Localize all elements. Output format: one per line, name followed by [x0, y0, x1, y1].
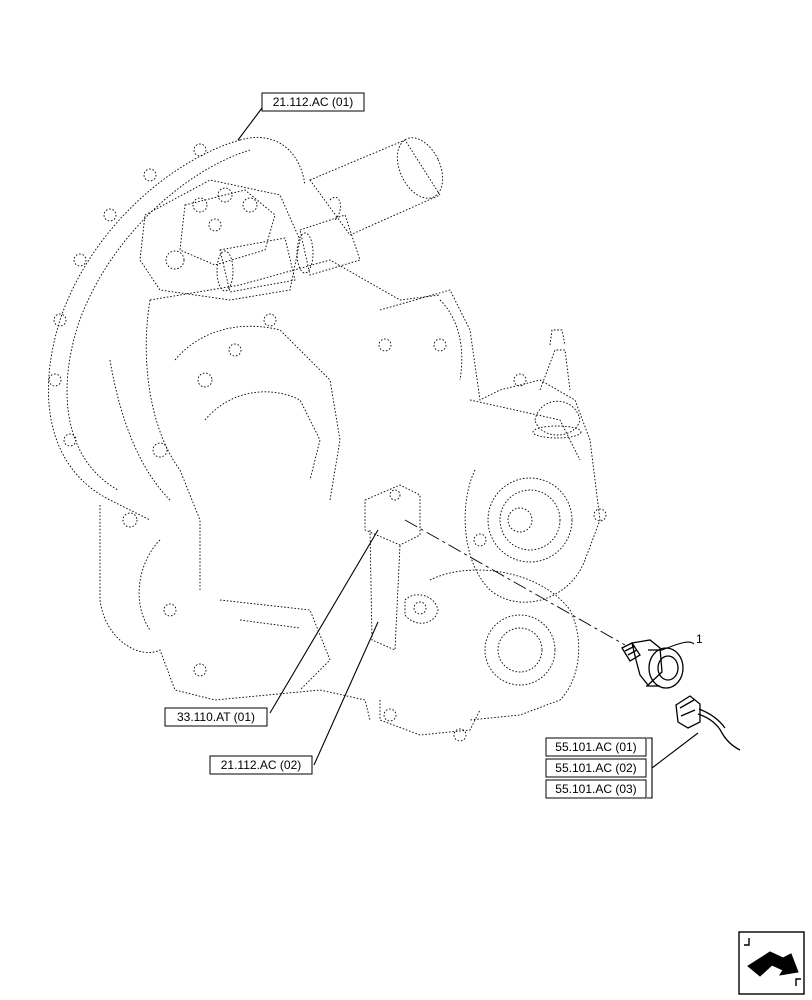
ref-label-55-101-01[interactable]: 55.101.AC (01)	[545, 737, 647, 757]
ref-label-55-101-02[interactable]: 55.101.AC (02)	[545, 758, 647, 778]
ref-label-55-101-03[interactable]: 55.101.AC (03)	[545, 779, 647, 799]
item-number-1: 1	[696, 632, 703, 646]
svg-text:55.101.AC (01): 55.101.AC (01)	[555, 740, 636, 754]
speed-sensor-part	[621, 639, 741, 751]
next-page-arrow-icon[interactable]	[738, 931, 805, 995]
sensor-axis-line	[404, 519, 626, 646]
ref-label-top[interactable]: 21.112.AC (01)	[261, 92, 365, 112]
transmission-housing-ghost	[48, 136, 607, 742]
svg-text:21.112.AC (01): 21.112.AC (01)	[273, 95, 354, 109]
svg-text:33.110.AT (01): 33.110.AT (01)	[177, 710, 255, 724]
ref-label-33-110[interactable]: 33.110.AT (01)	[164, 707, 268, 727]
svg-text:55.101.AC (02): 55.101.AC (02)	[555, 761, 636, 775]
ref-label-21-112-02[interactable]: 21.112.AC (02)	[209, 755, 313, 775]
svg-text:55.101.AC (03): 55.101.AC (03)	[555, 782, 636, 796]
svg-text:21.112.AC (02): 21.112.AC (02)	[221, 758, 302, 772]
leader-lines	[237, 107, 699, 799]
